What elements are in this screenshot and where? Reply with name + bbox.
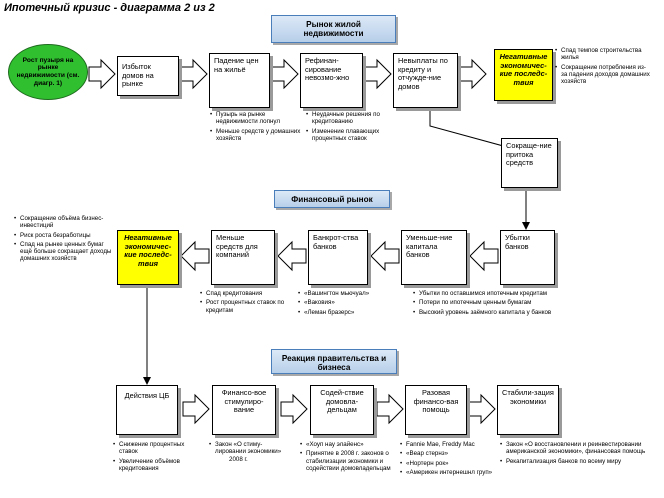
note-item: Сокращение потребления из-за падения дох… [555,64,651,86]
block-arrow-left [180,240,210,272]
box-bank-losses: Убытки банков [500,230,555,285]
box-housing-surplus: Избыток домов на рынке [117,56,179,96]
notes-bailout: Fannie Mae, Freddy Mac «Веар стернз» «Но… [400,441,496,478]
note-text: Закон «О стиму-лировании экономики» [215,441,282,456]
note-item: Рекапитализация банков по всему миру [500,458,650,466]
page-title: Ипотечный кризис - диаграмма 2 из 2 [4,2,215,14]
note-item: Неудачные решения по кредитованию [306,111,402,126]
start-label: Рост пузыря на рынке недвижимости (см. д… [16,56,80,87]
block-arrow-right [376,393,404,425]
block-arrow-right [468,393,496,425]
note-item: Закон «О стиму-лировании экономики» 2008… [209,441,289,463]
section-housing-market: Рынок жилой недвижимости [271,15,396,43]
notes-fiscal-stimulus: Закон «О стиму-лировании экономики» 2008… [209,441,289,465]
box-capital-decrease: Уменьше-ние капитала банков [401,230,467,285]
box-label: Действия ЦБ [124,391,170,400]
connector-arrow [429,108,520,153]
box-label: Банкрот-ства банков [313,233,359,251]
start-ellipse: Рост пузыря на рынке недвижимости (см. д… [8,44,88,100]
box-label: Негативные экономичес-кие последс-твия [124,233,172,268]
block-arrow-right [182,393,210,425]
block-arrow-right [180,58,208,90]
box-label: Избыток домов на рынке [122,62,154,89]
note-item: «Веар стернз» [400,450,496,458]
block-arrow-right [280,393,308,425]
notes-capital-decrease: Убытки по оставшимся ипотечным кредитам … [413,290,603,318]
note-item: Спад кредитования [200,290,288,298]
note-item: Принятие в 2008 г. законов о стабилизаци… [300,450,396,472]
notes-stabilization: Закон «О восстановлении и реинвестирован… [500,441,650,467]
block-arrow-left [370,240,400,272]
note-item: «Америкен интернешнл груп» [400,469,496,477]
note-item: Fannie Mae, Freddy Mac [400,441,496,449]
note-item: Спад темпов строительства жилья [555,47,651,62]
notes-bank-failures: «Вашингтон мьючуал» «Ваковия» «Леман бра… [298,290,390,318]
box-negative-consequences-1: Негативные экономичес-кие последс-твия [494,49,553,101]
notes-price-fall: Пузырь на рынке недвижимости лопнул Мень… [210,111,302,144]
section-financial-market: Финансовый рынок [274,190,390,208]
block-arrow-left [469,240,499,272]
note-item: «Ваковия» [298,299,390,307]
note-item: Риск роста безработицы [14,232,114,240]
box-cash-flow-reduction: Сокраще-ние притока средств [501,138,558,188]
note-item: Сокращение объёма бизнес-инвестиций [14,215,114,230]
note-item: Потери по ипотечным ценным бумагам [413,299,603,307]
notes-less-funds: Спад кредитования Рост процентных ставок… [200,290,288,316]
box-label: Финансо-вое стимулиро-вание [221,388,267,415]
box-less-funds-companies: Меньше средств для компаний [211,230,275,285]
note-item: Пузырь на рынке недвижимости лопнул [210,111,302,126]
block-arrow-left [277,240,307,272]
notes-refinancing: Неудачные решения по кредитованию Измене… [306,111,402,144]
box-refinancing-impossible: Рефинан-сирование невозмо-жно [300,53,363,108]
note-item: Изменение плавающих процентных ставок [306,128,402,143]
box-defaults-foreclosures: Невыплаты по кредиту и отчужде-ние домов [393,53,458,108]
block-arrow-right [364,58,392,90]
box-central-bank-actions: Действия ЦБ [116,385,178,435]
note-item: «Леман бразерс» [298,309,390,317]
box-label: Убытки банков [505,233,530,251]
notes-negative-1: Спад темпов строительства жилья Сокращен… [555,47,651,87]
notes-homeowner-assistance: «Хоуп нау элайенс» Принятие в 2008 г. за… [300,441,396,474]
note-item: «Вашингтон мьючуал» [298,290,390,298]
notes-negative-2: Сокращение объёма бизнес-инвестиций Риск… [14,215,114,265]
box-label: Уменьше-ние капитала банков [406,233,453,260]
note-item: Закон «О восстановлении и реинвестирован… [500,441,650,456]
box-label: Сокраще-ние притока средств [506,141,552,168]
box-label: Рефинан-сирование невозмо-жно [305,56,350,83]
note-item: Увеличение объёмов кредитования [113,458,203,473]
box-price-fall: Падение цен на жильё [209,53,270,108]
block-arrow-right [88,58,116,90]
note-item: Меньше средств у домашних хозяйств [210,128,302,143]
box-bank-failures: Банкрот-ства банков [308,230,368,285]
box-label: Невыплаты по кредиту и отчужде-ние домов [398,56,448,91]
note-item: Убытки по оставшимся ипотечным кредитам [413,290,603,298]
box-label: Стабили-зация экономики [502,388,554,406]
notes-central-bank: Снижение процентных ставок Увеличение об… [113,441,203,474]
note-item: Спад на рынке ценных бумаг ещё больше со… [14,241,114,263]
box-economy-stabilization: Стабили-зация экономики [497,385,559,435]
box-homeowner-assistance: Содей-ствие домовла-дельцам [310,385,374,435]
block-arrow-right [271,58,299,90]
box-label: Разовая финансо-вая помощь [413,388,459,415]
box-label: Меньше средств для компаний [216,233,258,260]
box-fiscal-stimulus: Финансо-вое стимулиро-вание [212,385,276,435]
block-arrow-right [459,58,487,90]
note-item: Снижение процентных ставок [113,441,203,456]
box-one-time-bailout: Разовая финансо-вая помощь [405,385,467,435]
box-negative-consequences-2: Негативные экономичес-кие последс-твия [117,230,179,285]
note-year: 2008 г. [229,455,248,463]
note-item: Рост процентных ставок по кредитам [200,299,288,314]
box-label: Содей-ствие домовла-дельцам [320,388,364,415]
note-item: «Хоуп нау элайенс» [300,441,396,449]
note-item: «Нортерн рок» [400,460,496,468]
note-item: Высокий уровень заёмного капитала у банк… [413,309,603,317]
box-label: Падение цен на жильё [214,56,259,74]
box-label: Негативные экономичес-кие последс-твия [499,52,548,87]
section-government-response: Реакция правительства и бизнеса [271,349,397,374]
